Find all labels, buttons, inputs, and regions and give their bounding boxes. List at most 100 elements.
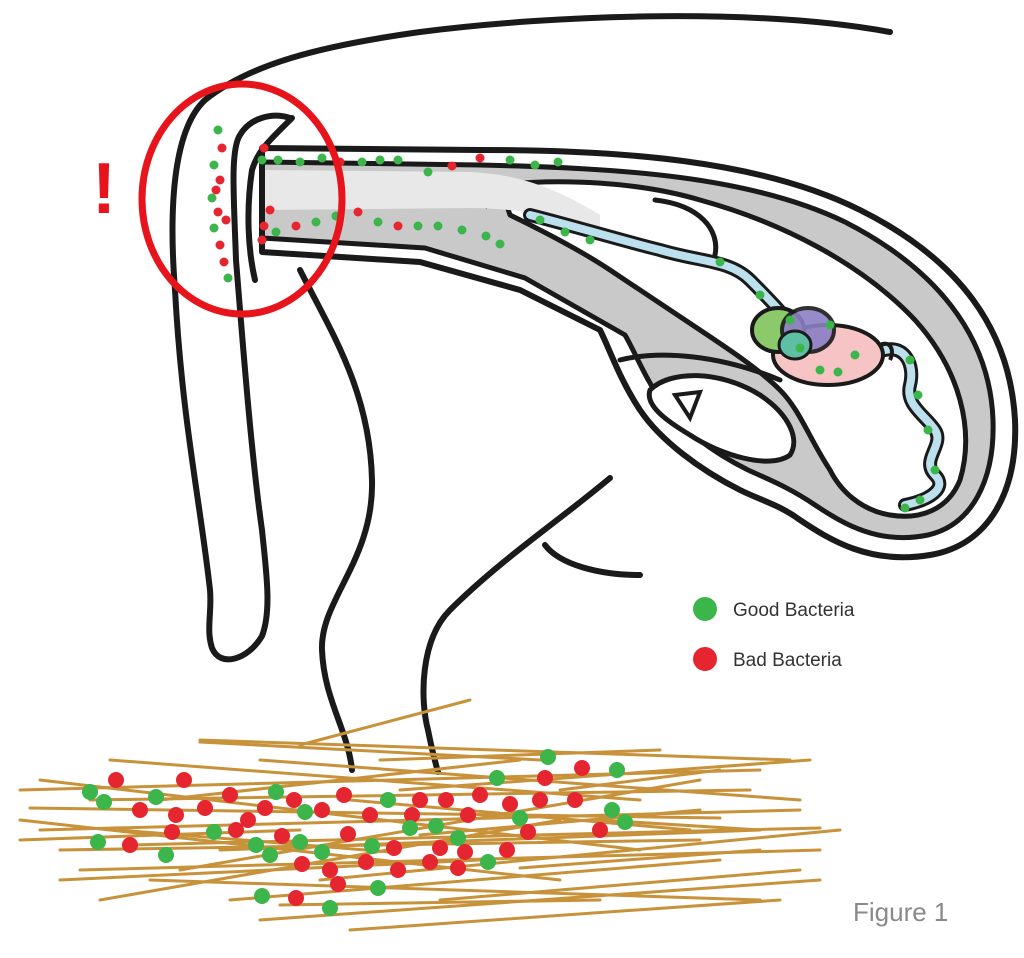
good-bacterium (424, 168, 433, 177)
bad-bacterium (532, 792, 548, 808)
good-bacterium (364, 838, 380, 854)
bad-bacterium (260, 144, 269, 153)
bad-bacterium (457, 844, 473, 860)
good-bacterium (617, 814, 633, 830)
bad-bacterium (330, 876, 346, 892)
bad-bacterium (390, 862, 406, 878)
good-bacterium (480, 854, 496, 870)
good-bacterium (214, 126, 223, 135)
bad-bacterium (122, 837, 138, 853)
good-bacterium (924, 426, 933, 435)
hind-leg-rear (300, 270, 372, 770)
straw-piece (300, 700, 470, 745)
bad-bacterium (164, 824, 180, 840)
bad-bacterium (257, 800, 273, 816)
good-bacterium (851, 351, 860, 360)
bad-bacterium (288, 890, 304, 906)
bad-bacterium (222, 787, 238, 803)
bad-bacterium (537, 770, 553, 786)
bad-bacterium (274, 828, 290, 844)
alert-mark: ! (92, 149, 116, 229)
bad-bacterium (340, 826, 356, 842)
good-bacterium (834, 368, 843, 377)
bad-bacterium (212, 186, 221, 195)
bad-bacterium (222, 216, 231, 225)
ovary-teal (779, 331, 811, 359)
good-bacterium (506, 156, 515, 165)
good-bacterium (292, 834, 308, 850)
bad-bacterium (412, 792, 428, 808)
straw-piece (350, 900, 780, 930)
bad-bacterium (266, 206, 275, 215)
bad-bacterium (362, 807, 378, 823)
good-bacterium (512, 810, 528, 826)
bad-bacterium (574, 760, 590, 776)
good-bacterium (82, 784, 98, 800)
good-bacterium (826, 321, 835, 330)
good-bacterium (296, 158, 305, 167)
bad-bacterium (294, 856, 310, 872)
good-bacterium (906, 356, 915, 365)
good-bacterium (901, 504, 910, 513)
bad-bacterium (132, 802, 148, 818)
good-bacterium (210, 224, 219, 233)
good-bacterium (916, 496, 925, 505)
good-bacterium (224, 274, 233, 283)
bad-bacterium (197, 800, 213, 816)
good-bacterium (248, 837, 264, 853)
bad-bacterium (258, 236, 267, 245)
good-bacterium (450, 830, 466, 846)
good-bacterium (297, 804, 313, 820)
bad-bacterium (228, 822, 244, 838)
good-bacterium (148, 789, 164, 805)
good-bacterium (370, 880, 386, 896)
figure-caption: Figure 1 (853, 897, 948, 927)
good-bacterium (716, 258, 725, 267)
good-bacterium (816, 366, 825, 375)
bad-bacterium (448, 162, 457, 171)
belly-curve (545, 545, 640, 575)
bad-bacterium (432, 840, 448, 856)
good-bacterium (609, 762, 625, 778)
hind-leg-front (423, 478, 610, 772)
bad-bacterium (460, 807, 476, 823)
good-bacterium (258, 156, 267, 165)
bad-bacterium (292, 222, 301, 231)
bad-bacterium (286, 792, 302, 808)
good-bacterium (318, 154, 327, 163)
good-bacterium (394, 156, 403, 165)
good-bacterium (158, 847, 174, 863)
good-bacterium (314, 844, 330, 860)
bad-bacterium (567, 792, 583, 808)
bad-bacterium (214, 208, 223, 217)
good-bacterium (96, 794, 112, 810)
good-bacterium (554, 158, 563, 167)
good-bacterium (210, 161, 219, 170)
good-bacterium (496, 240, 505, 249)
good-bacterium (90, 834, 106, 850)
bad-bacterium (520, 824, 536, 840)
good-bacterium (208, 194, 217, 203)
good-bacterium (489, 770, 505, 786)
bad-bacterium (422, 854, 438, 870)
bad-bacterium (336, 787, 352, 803)
good-bacterium (206, 824, 222, 840)
legend-good-label: Good Bacteria (733, 600, 855, 621)
bad-bacterium (592, 822, 608, 838)
bad-bacterium (450, 860, 466, 876)
bad-bacterium (314, 802, 330, 818)
bad-bacterium (502, 796, 518, 812)
legend-bad-swatch (693, 647, 717, 671)
good-bacterium (262, 847, 278, 863)
bad-bacterium (216, 241, 225, 250)
good-bacterium (931, 466, 940, 475)
good-bacterium (604, 802, 620, 818)
good-bacterium (914, 391, 923, 400)
bad-bacterium (216, 176, 225, 185)
bad-bacterium (438, 792, 454, 808)
legend: Good Bacteria Bad Bacteria (693, 597, 855, 671)
bad-bacterium (499, 842, 515, 858)
good-bacterium (358, 158, 367, 167)
good-bacterium (536, 216, 545, 225)
